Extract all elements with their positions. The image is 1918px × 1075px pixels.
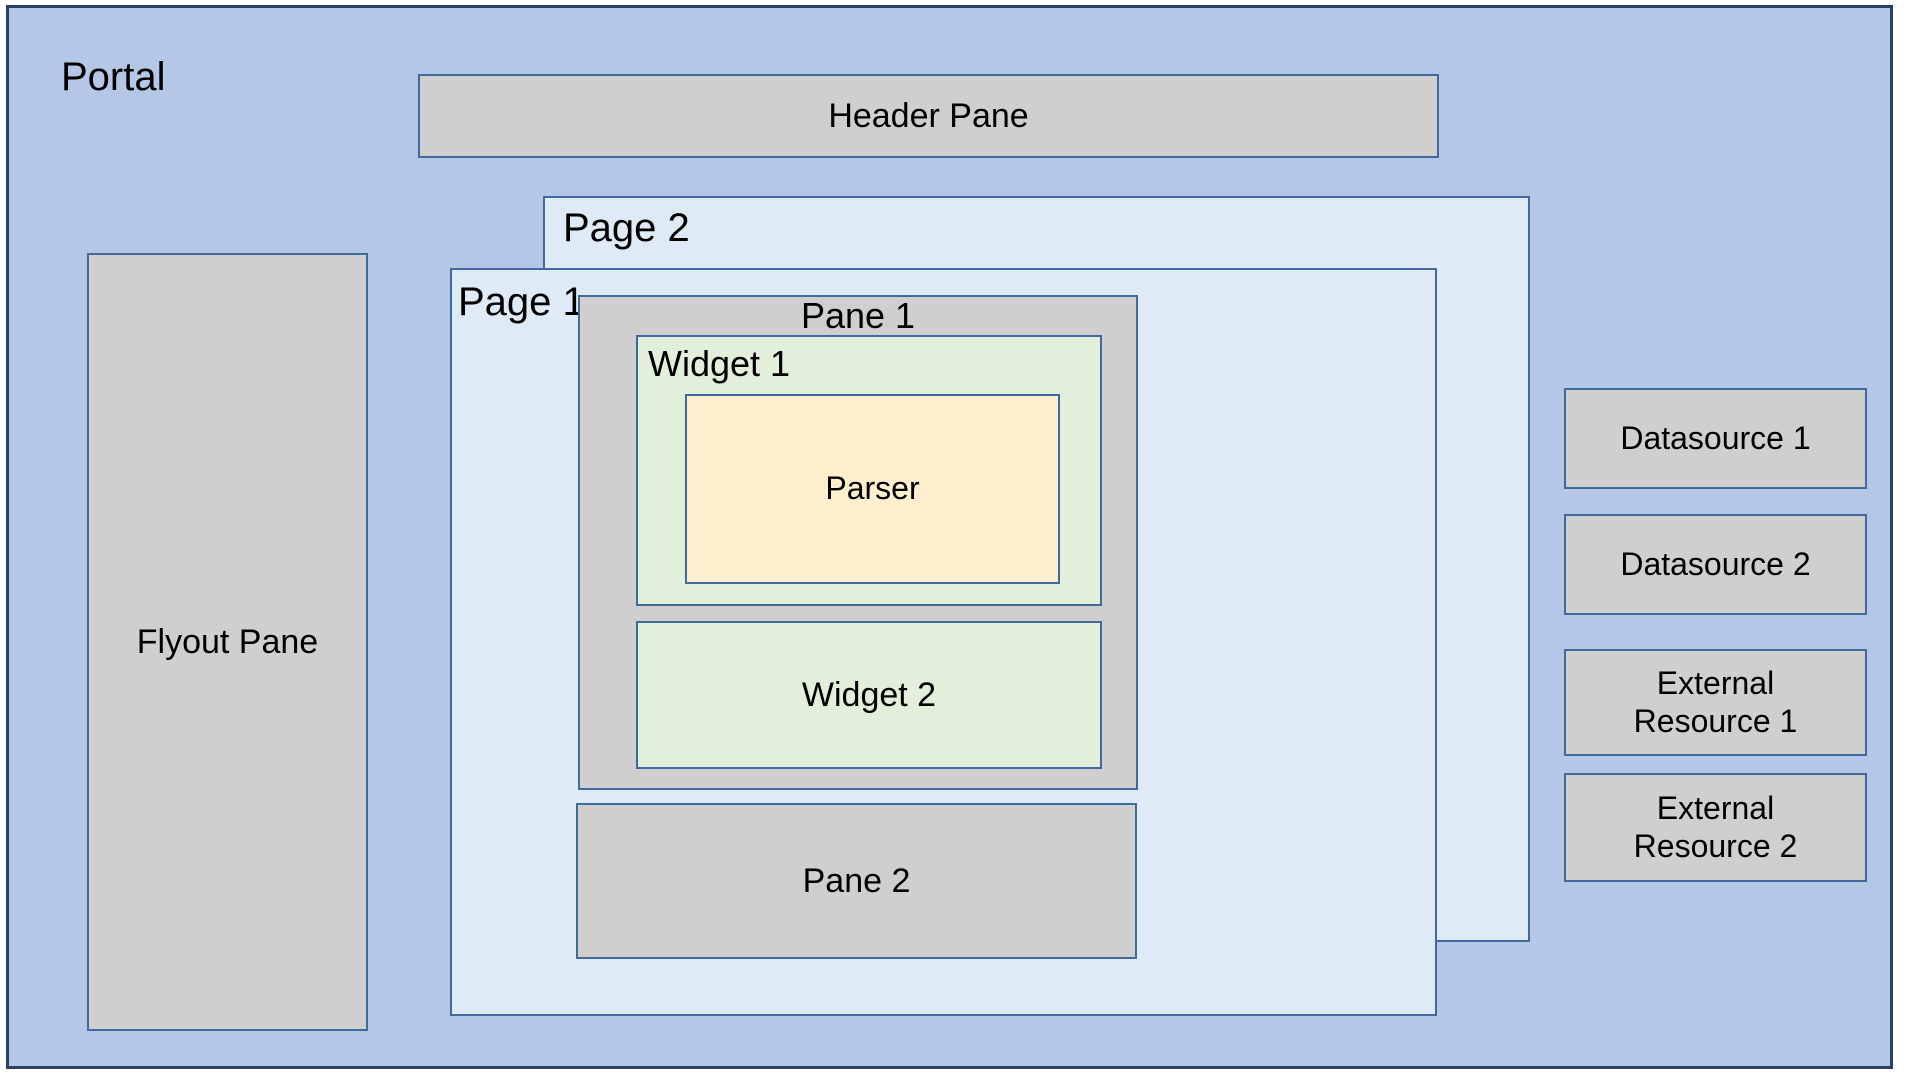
external-resource-1-line-1: External [1656, 664, 1775, 701]
page-2-label: Page 2 [563, 206, 690, 250]
widget-1-label: Widget 1 [648, 343, 791, 384]
external-resource-2-line-1: External [1656, 789, 1775, 826]
pane-2-label: Pane 2 [802, 861, 911, 900]
flyout-pane-label: Flyout Pane [136, 622, 319, 661]
page-1-label: Page 1 [458, 280, 585, 324]
widget-2-label: Widget 2 [801, 675, 937, 714]
datasource-2-box[interactable]: Datasource 2 [1564, 514, 1867, 615]
flyout-pane-box[interactable]: Flyout Pane [87, 253, 368, 1031]
datasource-1-label: Datasource 1 [1620, 419, 1811, 456]
external-resource-2-label: External Resource 2 [1634, 790, 1798, 866]
parser-box[interactable]: Parser [685, 394, 1060, 584]
pane-1-label: Pane 1 [800, 295, 916, 336]
external-resource-2-box[interactable]: External Resource 2 [1564, 773, 1867, 882]
external-resource-2-line-2: Resource 2 [1633, 827, 1798, 864]
external-resource-1-label: External Resource 1 [1634, 665, 1798, 741]
pane-2-box[interactable]: Pane 2 [576, 803, 1137, 959]
datasource-2-label: Datasource 2 [1620, 545, 1811, 582]
widget-2-box[interactable]: Widget 2 [636, 621, 1102, 769]
datasource-1-box[interactable]: Datasource 1 [1564, 388, 1867, 489]
header-pane-box[interactable]: Header Pane [418, 74, 1439, 158]
external-resource-1-line-2: Resource 1 [1633, 702, 1798, 739]
portal-label: Portal [61, 55, 166, 99]
portal-container: Portal Flyout Pane Header Pane Page 2 Pa… [6, 5, 1893, 1069]
header-pane-label: Header Pane [828, 96, 1029, 135]
parser-label: Parser [825, 470, 920, 507]
external-resource-1-box[interactable]: External Resource 1 [1564, 649, 1867, 756]
